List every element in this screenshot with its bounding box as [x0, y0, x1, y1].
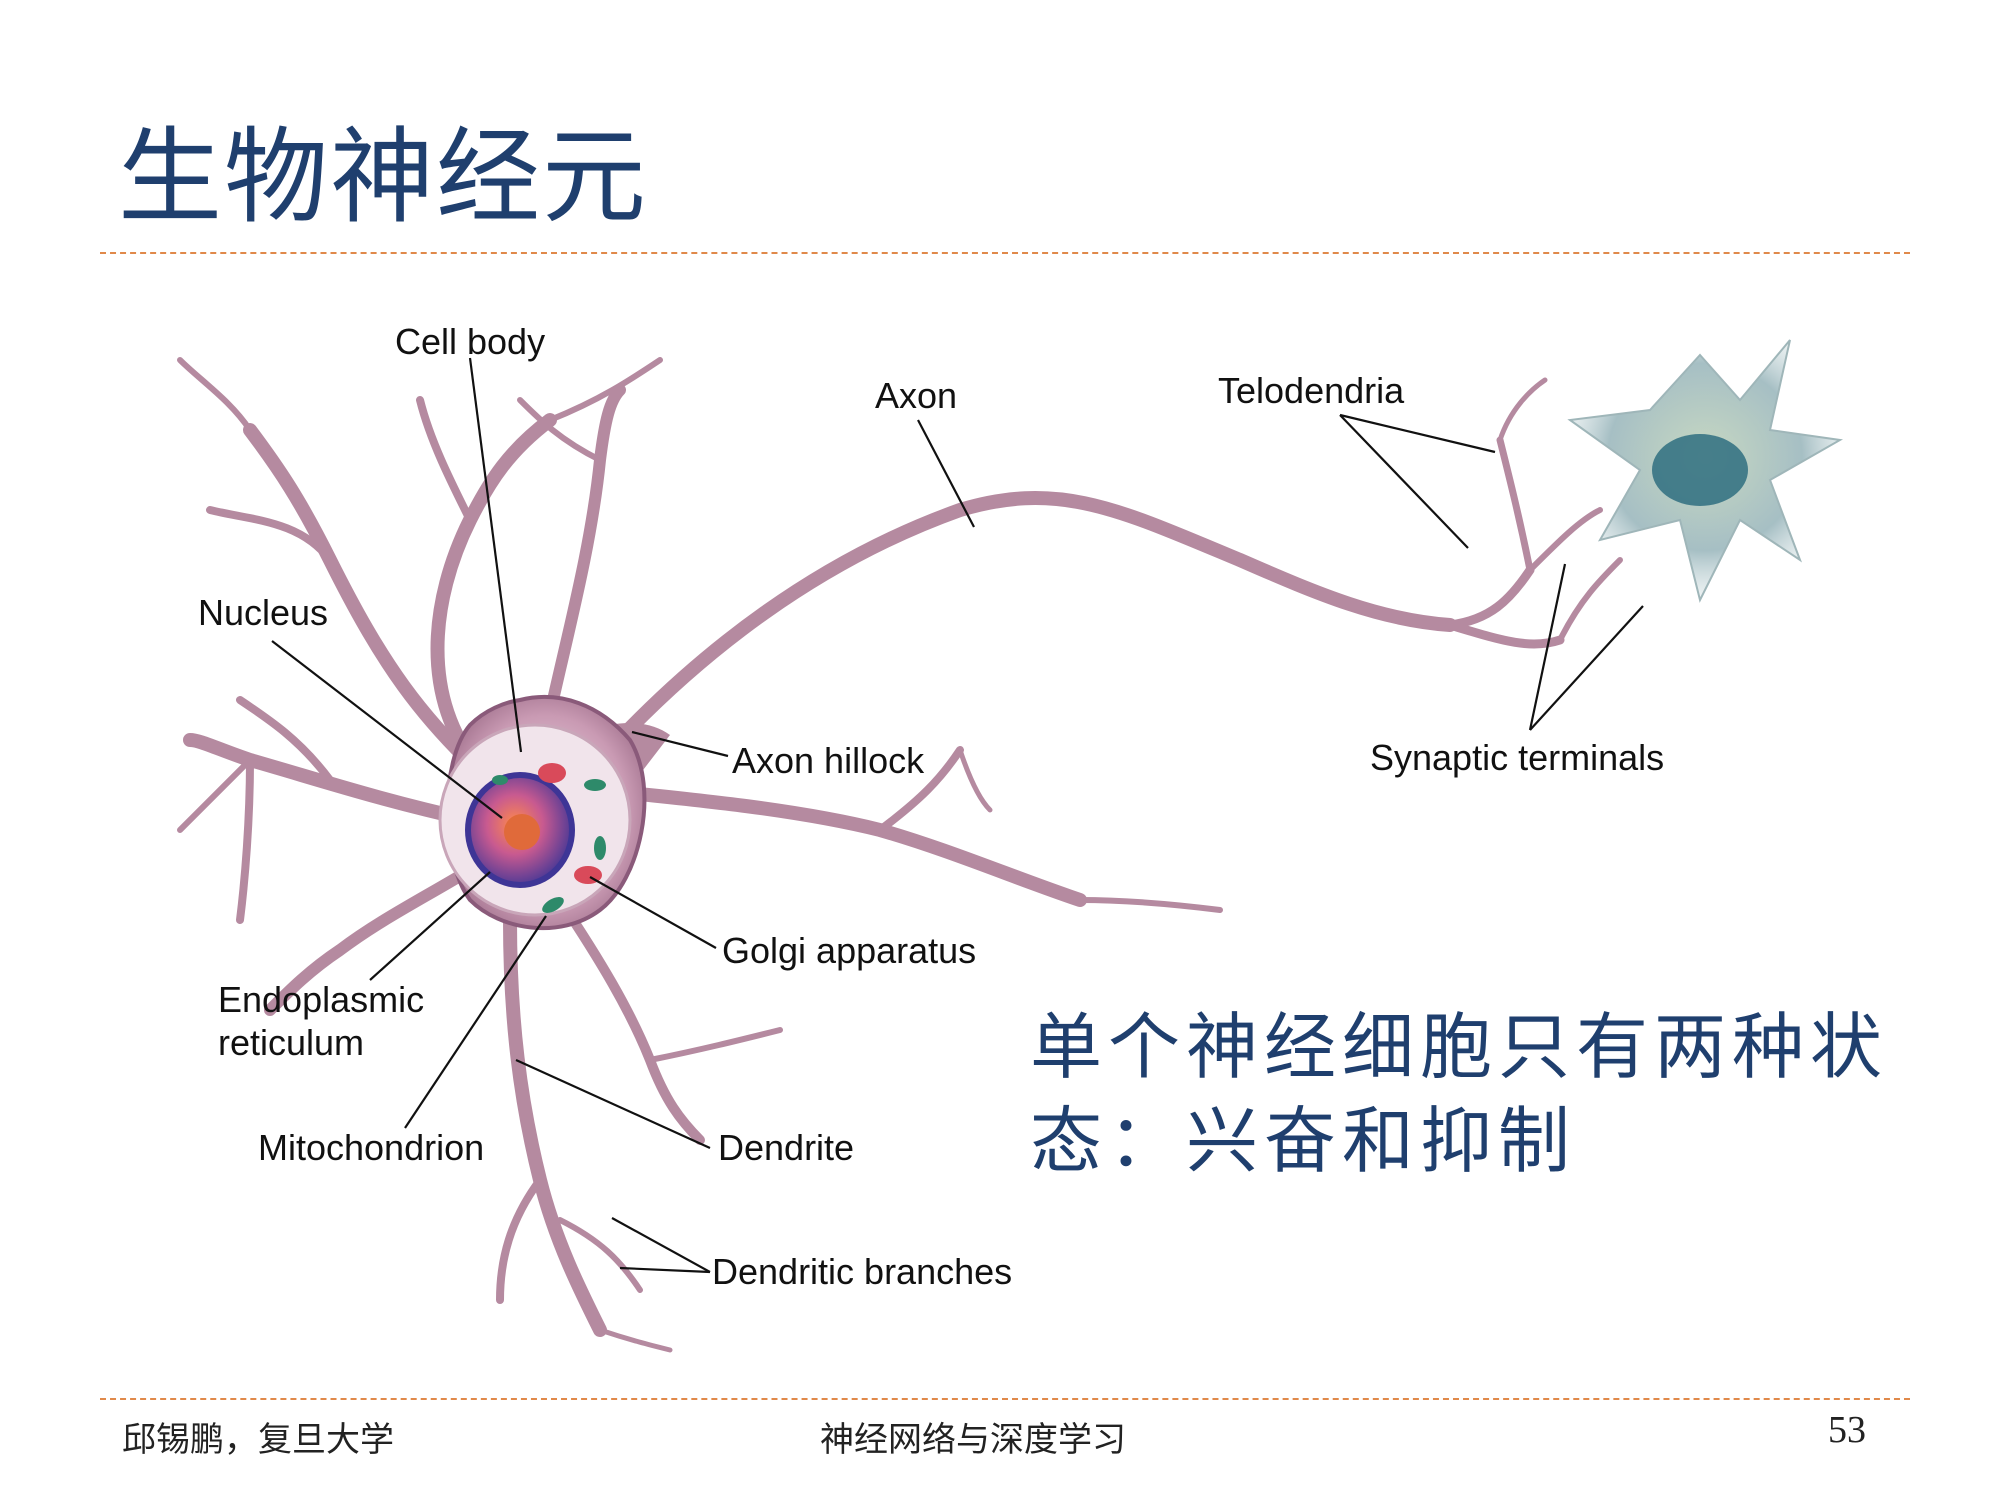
label-dendritic-branches: Dendritic branches [712, 1251, 1012, 1292]
label-cell-body: Cell body [395, 321, 545, 362]
dendrites [177, 357, 1223, 1353]
target-nucleus [1652, 434, 1748, 506]
mitochondrion-2 [584, 779, 606, 791]
label-nucleus: Nucleus [198, 592, 328, 633]
nucleolus [504, 814, 540, 850]
footer-course: 神经网络与深度学习 [820, 1420, 1126, 1460]
slide-title: 生物神经元 [118, 116, 649, 238]
label-synaptic-terminals: Synaptic terminals [1370, 737, 1664, 778]
label-axon: Axon [875, 375, 957, 416]
axon [593, 377, 1623, 767]
mitochondrion-4 [492, 775, 508, 785]
target-cell [1567, 339, 1844, 603]
label-endoplasmic: Endoplasmic [218, 979, 424, 1020]
label-reticulum: reticulum [218, 1022, 364, 1063]
neuron-state-note: 单个神经细胞只有两种状态：兴奋和抑制 [1030, 1005, 1889, 1183]
label-mitochondrion: Mitochondrion [258, 1127, 484, 1168]
footer-author: 邱锡鹏，复旦大学 [122, 1420, 394, 1460]
mitochondrion-3 [594, 836, 606, 860]
label-golgi-apparatus: Golgi apparatus [722, 930, 976, 971]
leader-lines [271, 357, 1644, 1274]
label-axon-hillock: Axon hillock [732, 740, 925, 781]
label-dendrite: Dendrite [718, 1127, 854, 1168]
organelle-red [538, 763, 566, 783]
label-telodendria: Telodendria [1218, 370, 1405, 411]
page-number: 53 [1828, 1409, 1866, 1451]
diagram-labels: Cell body Axon Telodendria Nucleus Axon … [198, 321, 1664, 1292]
footer-divider [100, 1398, 1910, 1400]
mitochondrion [542, 897, 564, 913]
title-divider [100, 252, 1910, 254]
organelles [465, 763, 606, 913]
